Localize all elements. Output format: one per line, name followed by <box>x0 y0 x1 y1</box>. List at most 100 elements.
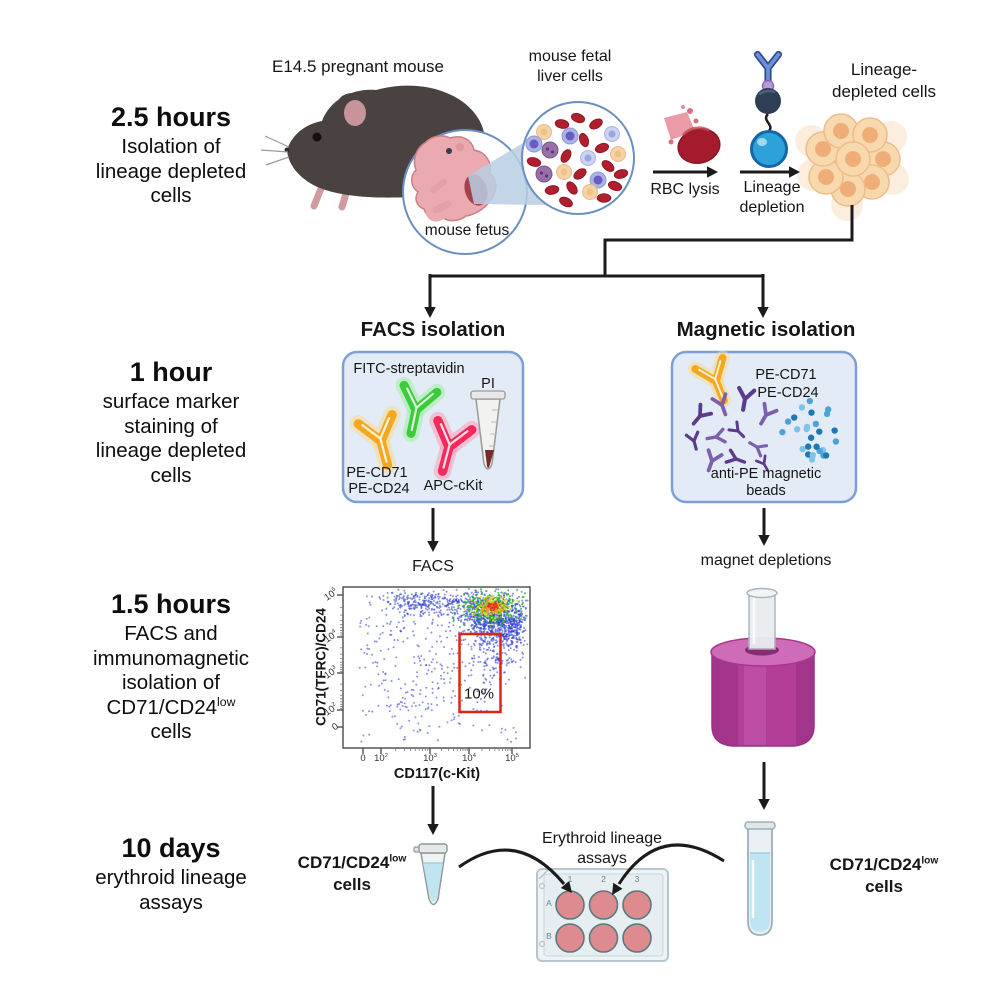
anti-pe-antibody-icon <box>710 392 728 417</box>
lineage-depletion-label-line1: Lineage <box>743 179 801 196</box>
timeline-line: cells <box>150 184 192 207</box>
pi-label: PI <box>481 376 495 392</box>
facs-plot <box>337 586 531 754</box>
facs-plot-xlabel: CD117(c-Kit) <box>393 766 481 782</box>
curved-arrow-right <box>612 843 725 895</box>
plate-label: B <box>546 931 552 941</box>
six-well-plate <box>536 868 669 962</box>
plate-well <box>588 923 619 953</box>
plate-label: 2 <box>601 874 606 884</box>
biotin-antibody-icon <box>753 50 783 87</box>
anti-pe-antibody-icon <box>691 402 714 426</box>
timeline-line: surface marker <box>102 390 240 413</box>
timeline-step-2: 1 hour surface marker staining of lineag… <box>40 357 302 488</box>
magnetic-box-antibody-icons <box>684 350 779 473</box>
liver-cells-label-line1: mouse fetal <box>528 48 612 65</box>
magnet-illustration <box>710 587 816 747</box>
anti-pe-antibody-icon <box>755 454 769 472</box>
lineage-depleted-cells-cluster <box>795 113 909 221</box>
plate-well <box>555 923 585 953</box>
x-tick-label: 103 <box>423 752 437 764</box>
pe-antibody-icon <box>349 405 401 474</box>
timeline-line: erythroid lineage <box>95 866 247 889</box>
timeline-duration: 10 days <box>121 833 221 863</box>
anti-pe-antibody-icon <box>705 427 727 444</box>
timeline-line: staining of <box>124 414 218 438</box>
erythroid-assays-label-line2: assays <box>577 850 627 867</box>
apc-antibody-icon <box>429 411 481 480</box>
liver-cells-label-line2: liver cells <box>537 68 603 85</box>
timeline-line: lineage depleted <box>95 159 247 183</box>
flow-arrows <box>424 166 800 835</box>
anti-pe-beads-label-line1: anti-PE magnetic <box>710 466 822 482</box>
plate-label: 3 <box>634 874 640 884</box>
plate-well <box>555 890 585 920</box>
timeline-line: assays <box>139 890 203 914</box>
anti-pe-antibody-icon <box>724 448 747 464</box>
magnetic-result-label-line1: CD71/CD24low <box>829 855 939 874</box>
pregnant-mouse-label: E14.5 pregnant mouse <box>271 57 445 76</box>
magnetic-isolation-header: Magnetic isolation <box>676 318 856 341</box>
timeline-duration: 1.5 hours <box>110 589 232 619</box>
fitc-antibody-icon <box>395 376 446 442</box>
anti-pe-antibody-icon <box>684 430 700 451</box>
magnetic-pe-cd71-label: PE-CD71 <box>755 367 817 383</box>
plate-well <box>622 890 652 920</box>
x-tick-label: 0 <box>360 753 366 764</box>
timeline-line: Isolation of <box>121 135 221 158</box>
timeline-line: cells <box>150 463 192 487</box>
pi-tube-icon <box>470 390 506 470</box>
curved-arrow-left <box>458 848 572 893</box>
fitc-streptavidin-label: FITC-streptavidin <box>353 361 465 377</box>
anti-pe-antibody-icon <box>737 385 757 412</box>
mouse-fetus-label: mouse fetus <box>424 222 510 239</box>
pe-cd24-label: PE-CD24 <box>348 481 410 497</box>
x-tick-label: 104 <box>462 752 476 764</box>
plate-label: A <box>546 898 552 908</box>
facs-antibody-icons <box>349 376 481 480</box>
timeline-duration: 2.5 hours <box>110 102 232 132</box>
timeline-line: FACS and <box>124 622 218 645</box>
apc-ckit-label: APC-cKit <box>423 478 483 494</box>
magnetic-pe-cd24-label: PE-CD24 <box>757 385 819 401</box>
pe-cd71-label: PE-CD71 <box>346 465 408 481</box>
x-tick-label: 105 <box>505 752 519 764</box>
facs-result-label-line1: CD71/CD24low <box>297 853 407 872</box>
facs-axis-ticks <box>337 594 513 754</box>
rbc-lysis-icon <box>664 105 721 165</box>
fetal-liver-cells <box>525 112 629 208</box>
depleted-cells-label-line1: Lineage- <box>850 60 918 79</box>
magnet-depletions-label: magnet depletions <box>700 552 832 569</box>
timeline-step-1: 2.5 hours Isolation of lineage depleted … <box>40 102 302 209</box>
lineage-depletion-label-line2: depletion <box>739 199 805 216</box>
timeline-step-3: 1.5 hours FACS and immunomagnetic isolat… <box>40 589 302 745</box>
facs-result-label-line2: cells <box>333 875 371 894</box>
timeline-step-4: 10 days erythroid lineage assays <box>40 833 302 915</box>
anti-pe-beads-label-line2: beads <box>746 483 786 499</box>
timeline-marker-line: CD71/CD24low <box>106 694 236 719</box>
rbc-lysis-label: RBC lysis <box>650 181 720 198</box>
plate-well <box>622 923 652 953</box>
anti-pe-antibody-icon <box>706 448 724 473</box>
facs-gate-percentage: 10% <box>463 685 495 703</box>
timeline-duration: 1 hour <box>129 357 213 387</box>
anti-pe-antibody-icon <box>727 420 746 439</box>
timeline-line: cells <box>150 720 192 743</box>
plate-well <box>588 890 619 920</box>
facs-step-label: FACS <box>412 558 454 575</box>
magnetic-result-tube-icon <box>744 821 776 936</box>
facs-scatter-points <box>358 588 529 743</box>
x-tick-label: 102 <box>374 752 388 764</box>
erythroid-assays-label-line1: Erythroid lineage <box>541 830 663 847</box>
facs-result-tube-icon <box>413 843 448 906</box>
fetal-liver-cells-circle <box>521 101 635 215</box>
facs-gate-rectangle <box>458 632 502 714</box>
biotin-antibody-icon <box>753 50 783 87</box>
plate-label: 1 <box>567 874 573 884</box>
timeline-line: lineage depleted <box>95 439 247 462</box>
lineage-depletion-bead-icon <box>750 50 788 168</box>
timeline-line: immunomagnetic <box>92 646 250 670</box>
magnet-tube-icon <box>746 587 778 650</box>
